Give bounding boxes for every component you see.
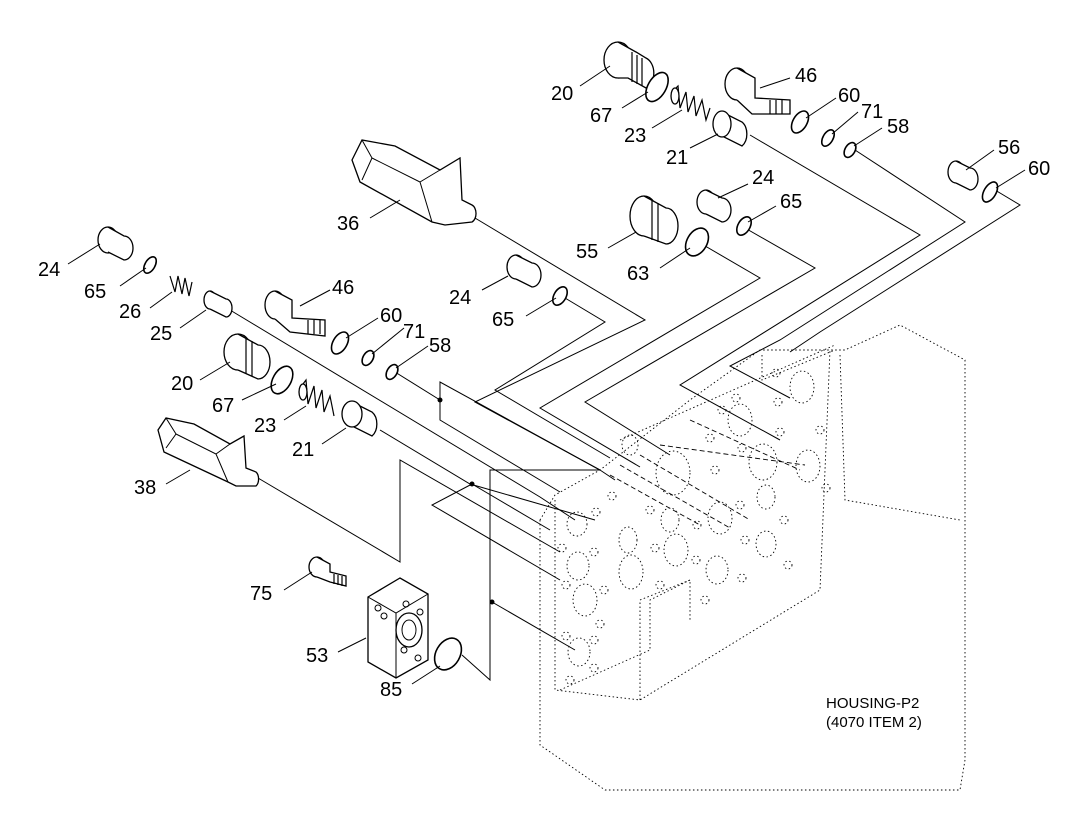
oring-65-left[interactable] xyxy=(141,255,159,276)
callout-58-left: 58 xyxy=(429,335,451,357)
callout-20-left: 20 xyxy=(171,373,193,395)
oring-71-top[interactable] xyxy=(819,128,837,149)
plug-24-mid[interactable] xyxy=(696,189,732,223)
oring-63[interactable] xyxy=(681,224,713,260)
callout-65-mid: 65 xyxy=(780,191,802,213)
solenoid-38[interactable] xyxy=(157,417,260,487)
callout-24-center: 24 xyxy=(449,287,471,309)
callout-20-top: 20 xyxy=(551,83,573,105)
callout-46-left: 46 xyxy=(332,277,354,299)
callout-60-right: 60 xyxy=(1028,158,1050,180)
callout-60-top: 60 xyxy=(838,85,860,107)
spring-23-top[interactable] xyxy=(670,84,711,123)
callout-65-center: 65 xyxy=(492,309,514,331)
oring-60-right[interactable] xyxy=(979,179,1000,204)
callout-67-top: 67 xyxy=(590,105,612,127)
plug-56[interactable] xyxy=(947,160,979,191)
callout-36: 36 xyxy=(337,213,359,235)
oring-58-left[interactable] xyxy=(384,363,401,382)
callout-23-left: 23 xyxy=(254,415,276,437)
callout-60-left: 60 xyxy=(380,305,402,327)
callout-53: 53 xyxy=(306,645,328,667)
housing-p2: HOUSING-P2 (4070 ITEM 2) xyxy=(539,324,966,791)
callout-71-left: 71 xyxy=(403,321,425,343)
plug-24-center[interactable] xyxy=(506,254,542,288)
callout-25: 25 xyxy=(150,323,172,345)
assembly-routing-lines xyxy=(229,134,1021,682)
bolt-75[interactable] xyxy=(308,556,347,587)
callout-55: 55 xyxy=(576,241,598,263)
callout-labels: 20 67 23 21 46 60 71 58 56 60 36 24 65 5… xyxy=(38,65,1050,701)
oring-85[interactable] xyxy=(429,633,467,674)
oring-60-top[interactable] xyxy=(788,108,812,136)
piston-25[interactable] xyxy=(203,290,233,318)
oring-65-center[interactable] xyxy=(550,284,570,307)
plug-24-left[interactable] xyxy=(97,226,134,261)
oring-67-top[interactable] xyxy=(641,69,673,106)
solenoid-36[interactable] xyxy=(351,139,477,226)
solenoid-46-left[interactable] xyxy=(264,290,326,337)
piston-21-left[interactable] xyxy=(341,400,378,437)
housing-label-line1: HOUSING-P2 xyxy=(826,695,919,712)
oring-71-left[interactable] xyxy=(360,349,377,368)
plug-55[interactable] xyxy=(629,195,679,245)
oring-67-left[interactable] xyxy=(267,363,298,398)
callout-65-left: 65 xyxy=(84,281,106,303)
piston-21-top[interactable] xyxy=(712,110,748,147)
callout-26: 26 xyxy=(119,301,141,323)
housing-label-line2: (4070 ITEM 2) xyxy=(826,714,922,731)
oring-58-top[interactable] xyxy=(842,141,859,160)
callout-46-top: 46 xyxy=(795,65,817,87)
callout-24-left: 24 xyxy=(38,259,60,281)
callout-63: 63 xyxy=(627,263,649,285)
flange-53[interactable] xyxy=(367,577,429,679)
callout-67-left: 67 xyxy=(212,395,234,417)
callout-24-mid: 24 xyxy=(752,167,774,189)
spring-26[interactable] xyxy=(169,275,193,297)
callout-leaders xyxy=(67,65,1026,685)
callout-21-top: 21 xyxy=(666,147,688,169)
callout-75: 75 xyxy=(250,583,272,605)
callout-23-top: 23 xyxy=(624,125,646,147)
plug-20-top[interactable] xyxy=(603,41,655,89)
callout-21-left: 21 xyxy=(292,439,314,461)
oring-60-left[interactable] xyxy=(328,329,352,357)
callout-56: 56 xyxy=(998,137,1020,159)
oring-65-mid[interactable] xyxy=(734,214,754,237)
callout-85: 85 xyxy=(380,679,402,701)
plug-20-left[interactable] xyxy=(223,333,271,380)
solenoid-46-top[interactable] xyxy=(724,67,791,115)
spring-23-left[interactable] xyxy=(298,378,335,417)
callout-71-top: 71 xyxy=(861,101,883,123)
callout-38: 38 xyxy=(134,477,156,499)
callout-58-top: 58 xyxy=(887,116,909,138)
